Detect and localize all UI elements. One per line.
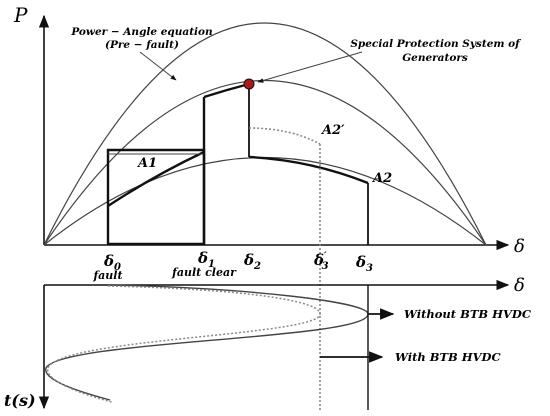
a2-prime-dotted-curve <box>248 127 321 145</box>
pre-fault-caption-arrow <box>139 51 177 81</box>
sps-caption-arrow <box>257 51 363 83</box>
area-a1-label: A1 <box>136 156 157 171</box>
without-btb-label: Without BTB HVDC <box>404 307 532 321</box>
delta1-label: δ1 <box>197 249 215 270</box>
sps-caption-line2: Generators <box>402 52 468 64</box>
sps-caption-line1: Special Protection System of <box>350 38 522 50</box>
delta0-caption: fault <box>92 269 122 282</box>
delta3-prime-label: δ′3 <box>313 251 329 272</box>
pre-fault-caption-line1: Power − Angle equation <box>70 26 212 38</box>
lower-y-axis-label: t(s) <box>4 391 36 410</box>
delta1-caption: fault clear <box>171 266 237 279</box>
area-a2-label: A2 <box>371 171 392 186</box>
delta0-label: δ0 <box>103 252 121 273</box>
post-fault-curve <box>43 79 487 246</box>
area-a2-prime-label: A2′ <box>320 123 345 138</box>
sps-marker <box>243 78 255 90</box>
with-btb-label: With BTB HVDC <box>395 350 502 364</box>
delta3-label: δ3 <box>355 253 373 274</box>
pre-fault-curve <box>43 22 487 246</box>
lower-x-axis-label: δ <box>514 275 525 296</box>
swing-curve-without-btb <box>45 284 369 401</box>
upper-x-axis-label: δ <box>514 236 525 257</box>
swing-curve-with-btb <box>47 285 321 403</box>
pre-fault-caption-line2: (Pre − fault) <box>105 39 179 51</box>
reduced-trajectory-curve <box>248 155 369 185</box>
during-fault-curve <box>43 157 487 246</box>
delta2-label: δ2 <box>243 251 261 272</box>
fault-trajectory-curve <box>107 150 205 208</box>
upper-y-axis-label: P <box>13 3 28 27</box>
